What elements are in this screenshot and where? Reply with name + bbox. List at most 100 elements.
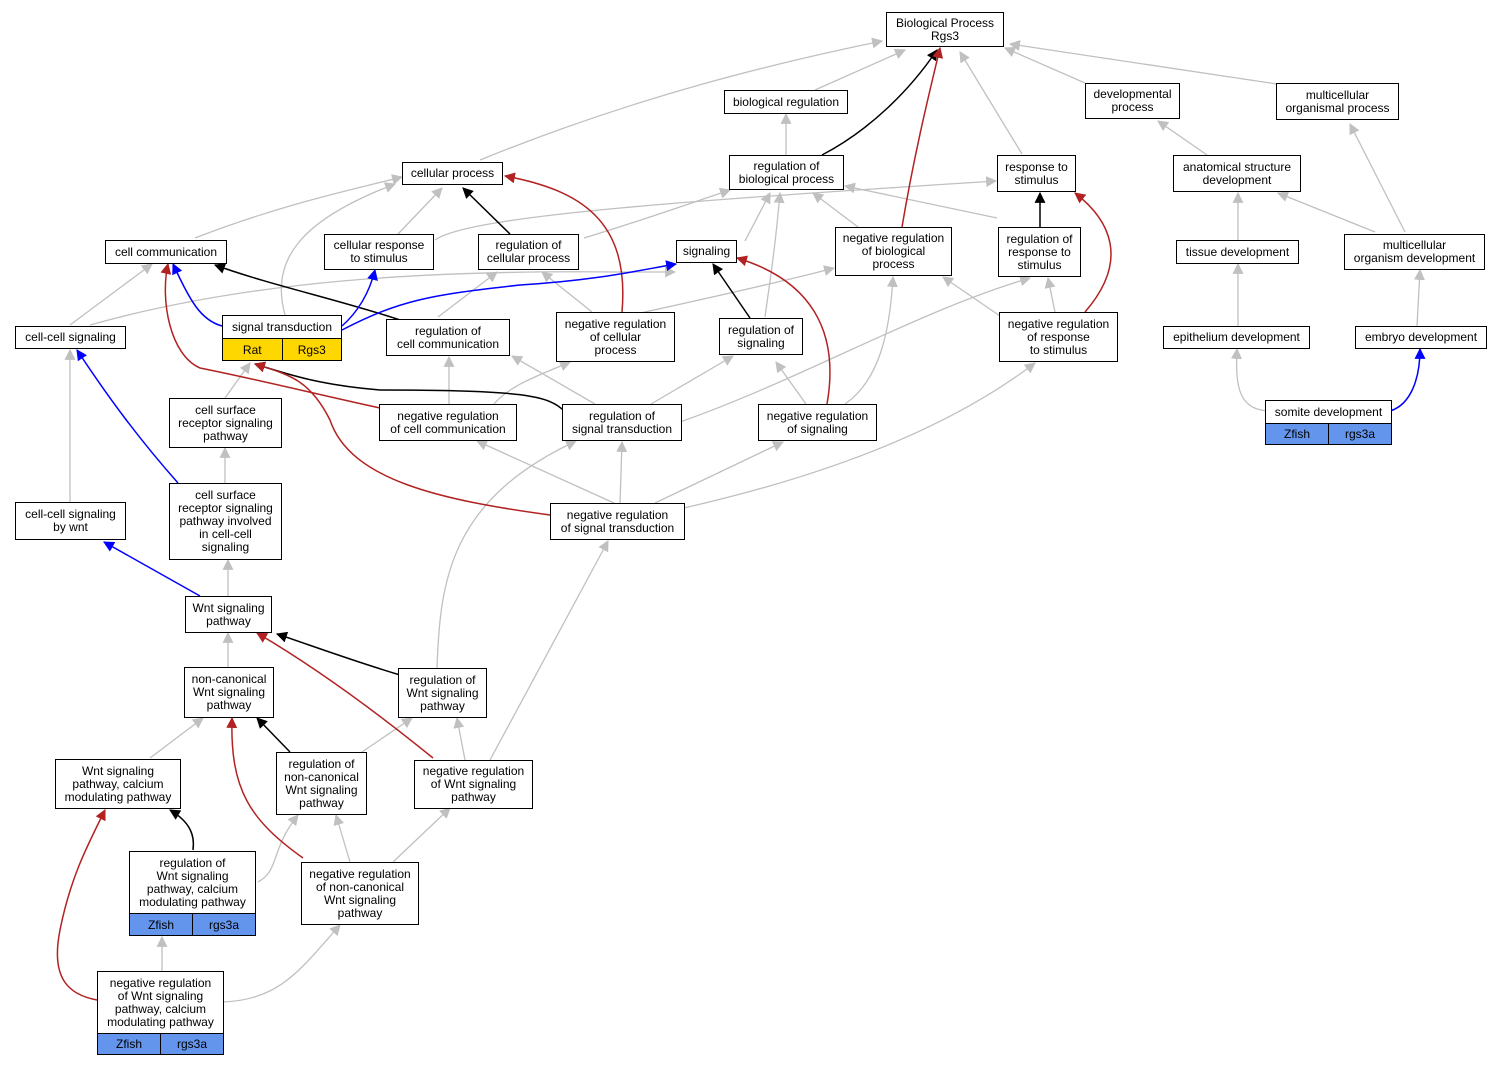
edge-is-a [1157, 120, 1208, 156]
go-term-signal-transduction[interactable]: signal transduction [222, 315, 342, 339]
go-term-negative-regulation-of-wnt-calcium[interactable]: negative regulation of Wnt signaling pat… [97, 971, 224, 1034]
edge-is-a [489, 540, 609, 761]
annotation-species: Zfish [115, 1037, 142, 1051]
edge-is-a [493, 360, 572, 405]
go-term-biological-process-root[interactable]: Biological Process Rgs3 [886, 12, 1004, 47]
go-term-regulation-of-non-canonical-wnt[interactable]: regulation of non-canonical Wnt signalin… [276, 752, 367, 815]
edge-is-a [479, 37, 884, 161]
go-term-regulation-of-signal-transduction[interactable]: regulation of signal transduction [562, 404, 682, 441]
annotation-species: Rat [242, 342, 262, 357]
edge-is-a [280, 182, 397, 316]
go-term-negative-regulation-of-response-to-stimulus[interactable]: negative regulation of response to stimu… [999, 312, 1118, 362]
go-term-negative-regulation-of-cell-communication[interactable]: negative regulation of cell communicatio… [379, 404, 517, 441]
go-term-negative-regulation-of-signal-transduction[interactable]: negative regulation of signal transducti… [550, 503, 685, 540]
edge-is-a [69, 263, 153, 326]
edge-annotation-inferred [341, 268, 378, 327]
edge-is-a [683, 362, 1036, 509]
go-term-cell-cell-signaling[interactable]: cell-cell signaling [15, 326, 126, 349]
go-term-regulation-of-wnt-calcium[interactable]: regulation of Wnt signaling pathway, cal… [129, 851, 256, 914]
annotation-rat-rgs3[interactable]: Rat Rgs3 [222, 338, 342, 361]
edge-is-a [679, 275, 1032, 423]
go-term-embryo-development[interactable]: embryo development [1355, 326, 1487, 349]
edge-part-of [256, 717, 291, 753]
annotation-zfish-rgs3a[interactable]: Zfish rgs3a [129, 913, 256, 936]
edge-is-a [654, 441, 784, 504]
go-term-cell-cell-signaling-by-wnt[interactable]: cell-cell signaling by wnt [15, 502, 126, 540]
go-term-negative-regulation-of-non-canonical-wnt[interactable]: negative regulation of non-canonical Wnt… [301, 862, 419, 925]
edge-is-a [475, 440, 615, 504]
go-term-negative-regulation-of-cellular-process[interactable]: negative regulation of cellular process [556, 312, 675, 362]
go-term-negative-regulation-of-wnt-signaling-pathway[interactable]: negative regulation of Wnt signaling pat… [414, 760, 533, 809]
go-term-multicellular-organismal-process[interactable]: multicellular organismal process [1276, 83, 1399, 120]
go-term-wnt-signaling-pathway[interactable]: Wnt signaling pathway [185, 596, 272, 633]
edge-negatively-regulates [56, 809, 106, 1001]
go-term-regulation-of-cellular-process[interactable]: regulation of cellular process [478, 234, 579, 270]
edge-part-of [169, 809, 195, 851]
go-term-negative-regulation-of-signaling[interactable]: negative regulation of signaling [758, 404, 877, 441]
annotation-gene: Rgs3 [281, 339, 342, 360]
go-term-tissue-development[interactable]: tissue development [1176, 240, 1299, 264]
edge-is-a [453, 716, 466, 761]
edge-negatively-regulates [160, 262, 381, 409]
edge-is-a [1008, 40, 1291, 87]
go-term-regulation-of-biological-process[interactable]: regulation of biological process [729, 155, 844, 190]
edge-is-a [361, 717, 413, 753]
go-term-cell-communication[interactable]: cell communication [105, 240, 227, 264]
edge-is-a [221, 924, 341, 1003]
go-term-somite-development[interactable]: somite development [1265, 400, 1392, 424]
edge-part-of [253, 361, 566, 413]
go-term-signaling[interactable]: signaling [676, 240, 737, 263]
go-term-multicellular-organism-development[interactable]: multicellular organism development [1344, 234, 1485, 270]
edge-negatively-regulates [226, 716, 304, 859]
go-term-regulation-of-response-to-stimulus[interactable]: regulation of response to stimulus [998, 227, 1081, 277]
edge-part-of [462, 187, 511, 235]
annotation-zfish-rgs3a[interactable]: Zfish rgs3a [1265, 423, 1392, 445]
edge-is-a [1349, 123, 1406, 233]
edge-is-a [583, 187, 732, 239]
go-term-cell-surface-receptor-cell-cell-signaling[interactable]: cell surface receptor signaling pathway … [169, 483, 282, 560]
edge-annotation-inferred [341, 260, 678, 331]
edge-is-a [224, 362, 251, 399]
edge-is-a [612, 265, 836, 320]
edge-is-a [1231, 347, 1271, 412]
edge-is-a [812, 192, 859, 228]
annotation-gene: rgs3a [1328, 424, 1391, 444]
edge-is-a [397, 187, 443, 235]
edge-is-a [764, 191, 785, 318]
go-term-cell-surface-receptor-signaling-pathway[interactable]: cell surface receptor signaling pathway [169, 398, 282, 448]
go-term-regulation-of-cell-communication[interactable]: regulation of cell communication [386, 319, 510, 356]
edge-is-a [541, 271, 593, 313]
edge-is-a [437, 271, 498, 318]
annotation-species: Zfish [1283, 427, 1310, 441]
edge-is-a [843, 182, 998, 219]
go-term-epithelium-development[interactable]: epithelium development [1163, 326, 1310, 349]
edge-is-a [650, 355, 734, 405]
edge-negatively-regulates [253, 361, 551, 516]
edge-is-a [1276, 191, 1376, 233]
edge-annotation-inferred [1389, 347, 1426, 412]
go-term-regulation-of-wnt-signaling-pathway[interactable]: regulation of Wnt signaling pathway [398, 668, 487, 718]
go-term-negative-regulation-of-biological-process[interactable]: negative regulation of biological proces… [835, 227, 952, 276]
edge-negatively-regulates [1074, 192, 1112, 313]
edge-negatively-regulates [256, 632, 434, 759]
edge-is-a [959, 51, 1023, 155]
go-term-non-canonical-wnt-signaling-pathway[interactable]: non-canonical Wnt signaling pathway [184, 667, 274, 718]
edge-is-a [1003, 46, 1086, 84]
annotation-gene: rgs3a [160, 1034, 223, 1054]
go-term-cellular-response-to-stimulus[interactable]: cellular response to stimulus [324, 234, 434, 270]
edge-is-a [744, 192, 771, 242]
edge-annotation-inferred [103, 541, 201, 597]
go-term-wnt-signaling-pathway-calcium[interactable]: Wnt signaling pathway, calcium modulatin… [55, 759, 181, 809]
go-term-cellular-process[interactable]: cellular process [402, 162, 503, 185]
go-term-anatomical-structure-development[interactable]: anatomical structure development [1173, 155, 1301, 192]
go-term-biological-regulation[interactable]: biological regulation [724, 90, 848, 114]
go-term-regulation-of-signaling[interactable]: regulation of signaling [719, 318, 803, 355]
annotation-species: Zfish [147, 917, 174, 932]
edge-is-a [814, 48, 907, 91]
annotation-zfish-rgs3a[interactable]: Zfish rgs3a [97, 1033, 224, 1055]
edge-is-a [1044, 276, 1056, 313]
edge-is-a [436, 440, 577, 669]
go-term-developmental-process[interactable]: developmental process [1085, 83, 1180, 119]
go-term-response-to-stimulus[interactable]: response to stimulus [997, 155, 1076, 192]
